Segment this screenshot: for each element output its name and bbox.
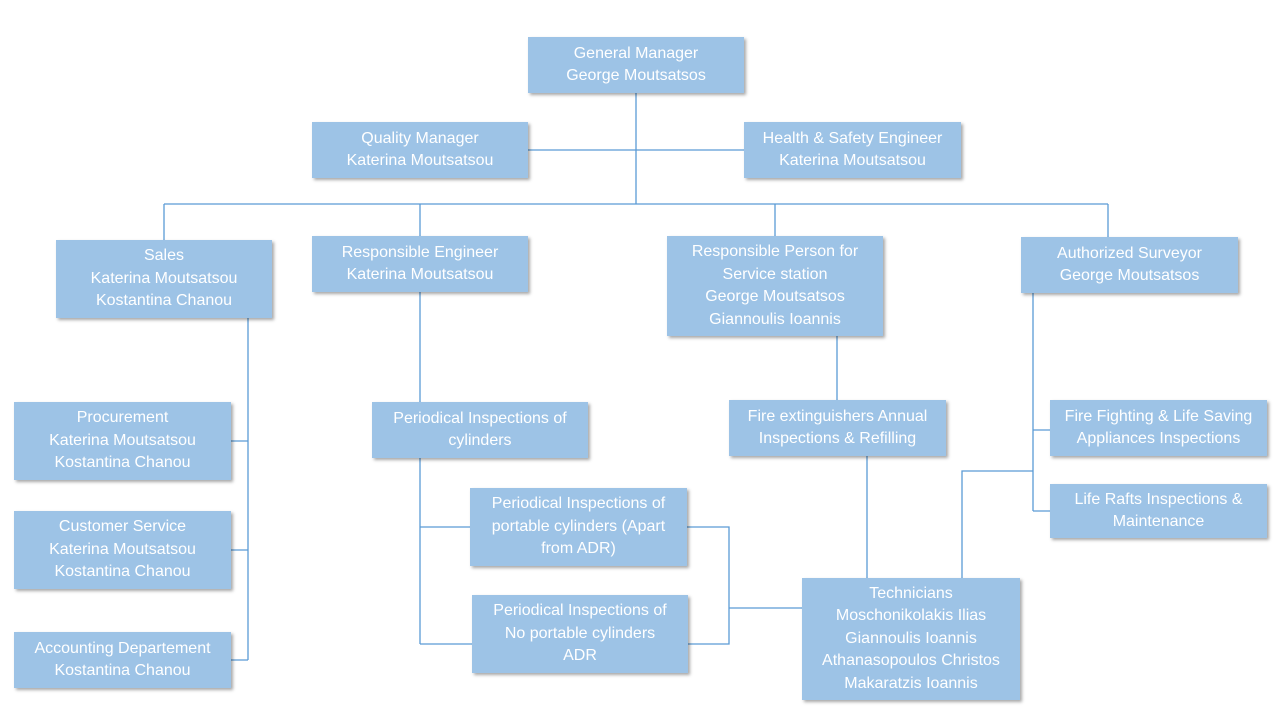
authorized-surveyor-name: George Moutsatsos [1059,267,1200,284]
technicians-box: Technicians Moschonikolakis Ilias Gianno… [802,578,1020,700]
technicians-name-3: Athanasopoulos Christos [822,652,1000,670]
fire-extinguishers-line-1: Fire extinguishers Annual [747,407,928,425]
responsible-engineer-name: Katerina Moutsatsou [346,266,494,283]
procurement-name-2: Kostantina Chanou [54,454,191,472]
no-portable-cylinders-line-1: Periodical Inspections of [493,602,667,620]
portable-cylinders-line-2: portable cylinders (Apart [491,517,666,535]
responsible-engineer-title: Responsible Engineer [341,243,499,261]
health-safety-title: Health & Safety Engineer [762,129,943,147]
life-rafts-box: Life Rafts Inspections & Maintenance [1050,484,1267,538]
sales-name-1: Katerina Moutsatsou [90,269,238,287]
sales-name-2: Kostantina Chanou [95,292,233,310]
procurement-box: Procurement Katerina Moutsatsou Kostanti… [14,402,231,480]
responsible-engineer-box: Responsible Engineer Katerina Moutsatsou [312,236,528,292]
accounting-title: Accounting Departement [34,639,211,657]
periodical-cylinders-line-1: Periodical Inspections of [393,409,567,427]
responsible-person-box: Responsible Person for Service station G… [667,236,883,336]
general-manager-title: General Manager [573,44,699,62]
portable-cylinders-box: Periodical Inspections of portable cylin… [470,488,687,566]
quality-manager-box: Quality Manager Katerina Moutsatsou [312,122,528,178]
responsible-person-name-2: Giannoulis Ioannis [709,310,841,328]
general-manager-name: George Moutsatsos [566,67,706,84]
fire-extinguishers-box: Fire extinguishers Annual Inspections & … [729,400,946,456]
quality-manager-title: Quality Manager [361,129,479,147]
responsible-person-title-1: Responsible Person for [691,243,859,260]
customer-service-title: Customer Service [58,518,187,536]
no-portable-cylinders-line-3: ADR [563,647,597,665]
fire-fighting-line-1: Fire Fighting & Life Saving [1064,407,1253,425]
periodical-cylinders-line-2: cylinders [448,432,512,449]
life-rafts-line-2: Maintenance [1112,513,1205,530]
accounting-box: Accounting Departement Kostantina Chanou [14,632,231,688]
technicians-name-1: Moschonikolakis Ilias [835,607,987,625]
technicians-name-2: Giannoulis Ioannis [845,629,977,647]
fire-fighting-box: Fire Fighting & Life Saving Appliances I… [1050,400,1267,456]
responsible-person-name-1: George Moutsatsos [705,288,845,305]
periodical-cylinders-box: Periodical Inspections of cylinders [372,402,588,458]
portable-cylinders-line-1: Periodical Inspections of [491,495,666,513]
sales-title: Sales [143,247,185,265]
technicians-title: Technicians [869,584,953,602]
procurement-name-1: Katerina Moutsatsou [49,431,196,449]
general-manager-box: General Manager George Moutsatsos [528,37,744,93]
fire-fighting-line-2: Appliances Inspections [1076,430,1241,447]
customer-service-name-1: Katerina Moutsatsou [49,540,196,558]
authorized-surveyor-title: Authorized Surveyor [1057,244,1202,262]
connector-surveyor-to-technicians [961,470,1033,578]
procurement-title: Procurement [76,409,169,427]
fire-extinguishers-line-2: Inspections & Refilling [758,430,917,447]
portable-cylinders-line-3: from ADR) [541,540,616,558]
accounting-name: Kostantina Chanou [54,662,191,679]
authorized-surveyor-box: Authorized Surveyor George Moutsatsos [1021,237,1238,293]
quality-manager-name: Katerina Moutsatsou [346,152,494,169]
customer-service-name-2: Kostantina Chanou [54,563,191,581]
health-safety-name: Katerina Moutsatsou [779,152,926,169]
no-portable-cylinders-box: Periodical Inspections of No portable cy… [472,595,688,673]
health-safety-box: Health & Safety Engineer Katerina Moutsa… [744,122,961,178]
life-rafts-line-1: Life Rafts Inspections & [1074,490,1243,508]
technicians-name-4: Makaratzis Ioannis [844,674,978,692]
customer-service-box: Customer Service Katerina Moutsatsou Kos… [14,511,231,589]
no-portable-cylinders-line-2: No portable cylinders [504,624,656,642]
responsible-person-title-2: Service station [722,265,828,283]
sales-box: Sales Katerina Moutsatsou Kostantina Cha… [56,240,272,318]
connector-cylinders-to-technicians [687,526,802,645]
